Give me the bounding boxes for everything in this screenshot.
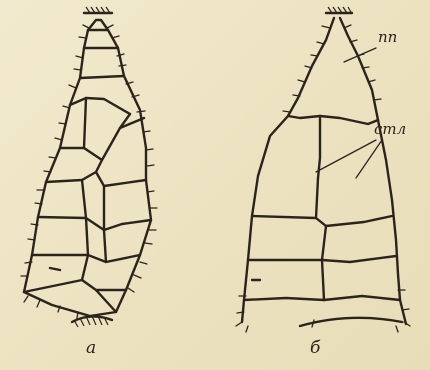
annotation-pp: пп [378, 30, 397, 45]
panel-a-drawing [21, 7, 157, 327]
panel-b-top-support [326, 7, 352, 13]
panel-a-spines [21, 25, 157, 318]
panel-b-drawing [236, 7, 410, 332]
annotation-leaders [316, 48, 382, 178]
leader-stl-2 [356, 140, 382, 178]
panel-a-walls [24, 30, 151, 312]
panel-a-outline [24, 20, 151, 316]
panel-a-bottom-support [72, 316, 112, 327]
panel-b-label: б [310, 340, 320, 357]
leader-stl-1 [316, 140, 376, 172]
panel-a-top-support [84, 7, 112, 13]
panel-a-label: а [86, 340, 96, 357]
annotation-stl: стл [374, 122, 406, 137]
